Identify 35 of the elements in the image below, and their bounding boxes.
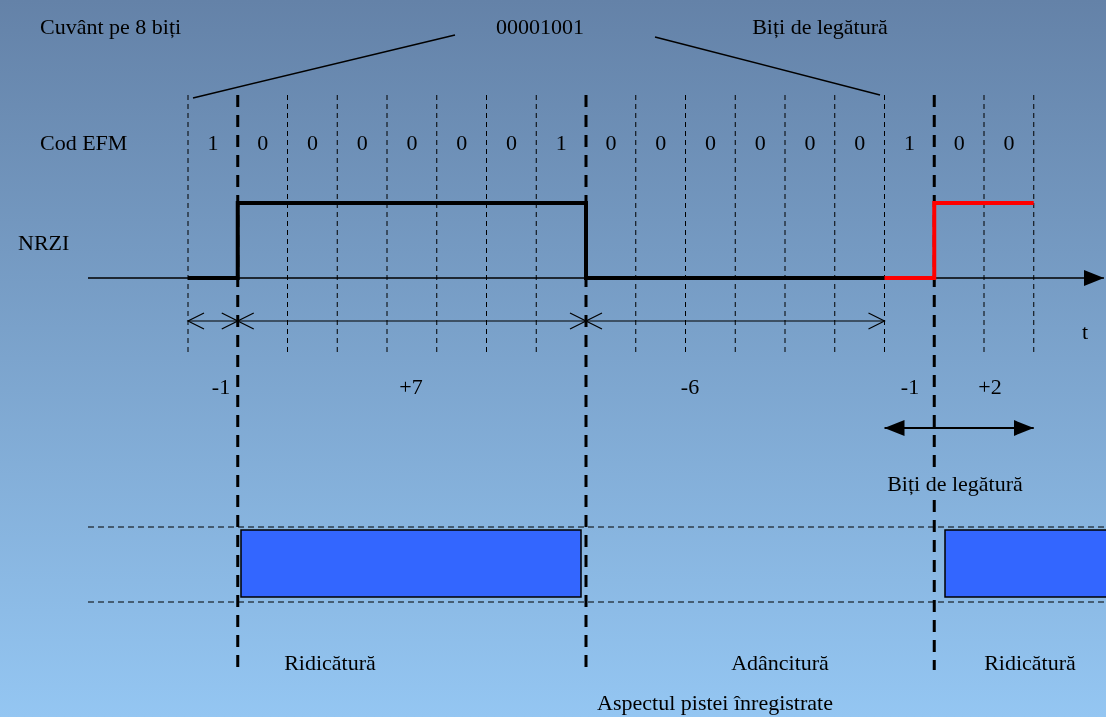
bit-value: 0	[456, 132, 468, 154]
bit-value: 0	[1003, 132, 1015, 154]
text-label: 00001001	[496, 16, 584, 38]
run-length-value: -1	[900, 376, 920, 398]
text-label: Adâncitură	[731, 652, 829, 674]
bit-value: 0	[257, 132, 269, 154]
text-label: NRZI	[18, 232, 70, 254]
text-label: Ridicătură	[284, 652, 376, 674]
run-length-value: -1	[211, 376, 231, 398]
bump-bar	[240, 529, 582, 598]
text-label: Cod EFM	[40, 132, 128, 154]
bit-value: 0	[605, 132, 617, 154]
run-length-value: +7	[399, 376, 423, 398]
bump-bar	[944, 529, 1106, 598]
bit-value: 0	[306, 132, 318, 154]
bit-value: 0	[704, 132, 716, 154]
text-label: Biți de legătură	[752, 16, 888, 38]
text-label: Ridicătură	[984, 652, 1076, 674]
axis-label: t	[1081, 321, 1089, 343]
run-length-value: -6	[680, 376, 700, 398]
bit-value: 0	[754, 132, 766, 154]
text-label: Aspectul pistei înregistrate	[597, 692, 833, 714]
bit-value: 1	[903, 132, 915, 154]
bit-value: 0	[854, 132, 866, 154]
text-label: Biți de legătură	[887, 473, 1023, 495]
bit-value: 0	[505, 132, 517, 154]
bit-value: 0	[356, 132, 368, 154]
text-label: Cuvânt pe 8 biți	[40, 16, 182, 38]
run-length-value: +2	[978, 376, 1002, 398]
bit-value: 0	[406, 132, 418, 154]
bit-value: 0	[655, 132, 667, 154]
bit-value: 0	[804, 132, 816, 154]
bit-value: 1	[207, 132, 219, 154]
bit-value: 1	[555, 132, 567, 154]
bit-value: 0	[953, 132, 965, 154]
